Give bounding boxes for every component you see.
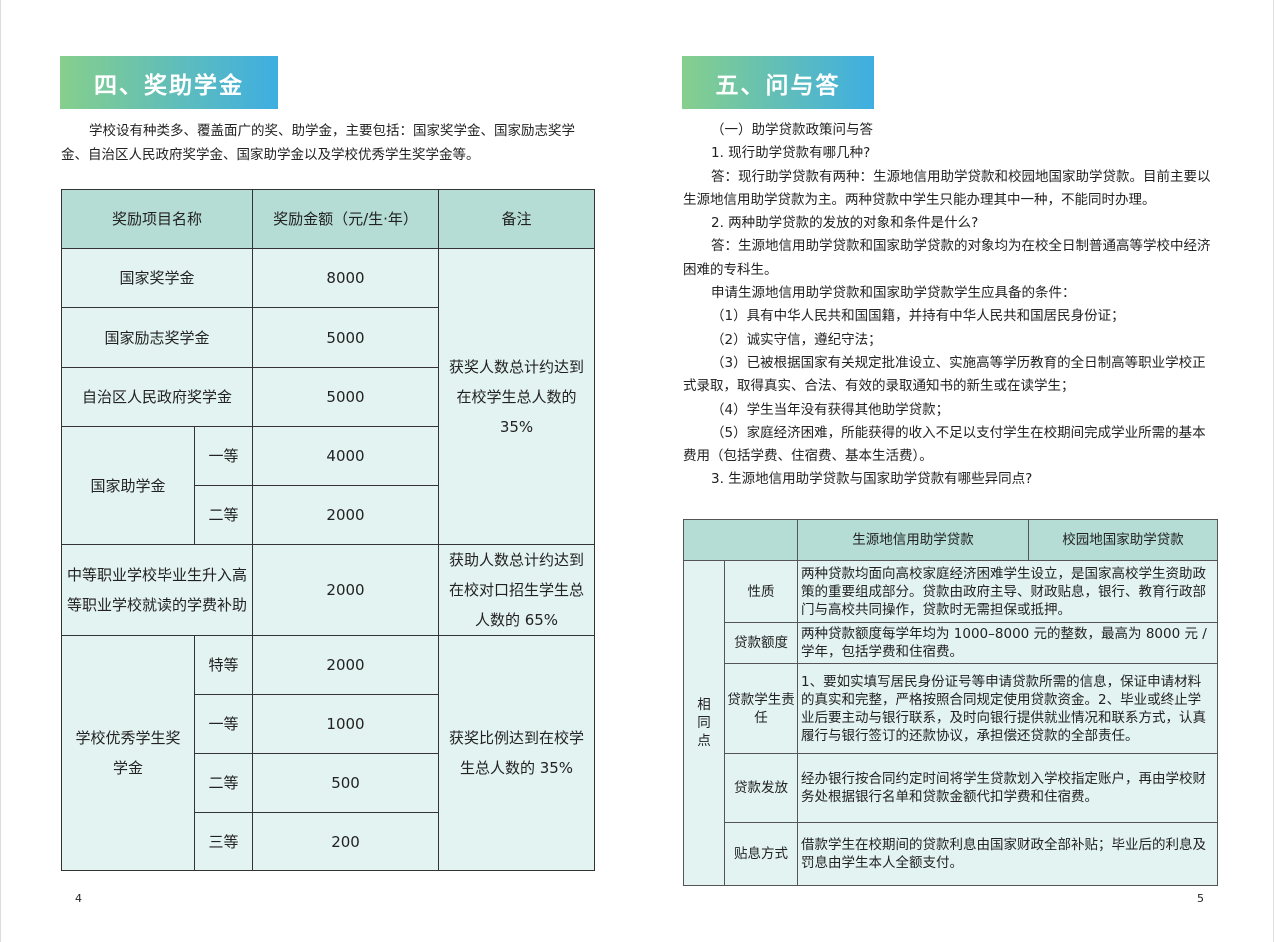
item-name: 国家励志奖学金	[60, 307, 254, 368]
item-name: 国家助学金	[61, 426, 195, 545]
section-title: 四、奖助学金	[60, 56, 278, 109]
header-blank	[683, 519, 798, 561]
question: 1. 现行助学贷款有哪几种?	[711, 145, 871, 162]
item-amount: 4000	[252, 426, 440, 486]
group-label: 相同点	[683, 560, 725, 886]
answer: 答：现行助学贷款有两种：生源地信用助学贷款和校园地国家助学贷款。目前主要以生源地…	[683, 168, 1211, 208]
row-text: 两种贷款均面向高校家庭经济困难学生设立，是国家高校学生资助政策的重要组成部分。贷…	[797, 560, 1218, 623]
condition: （5）家庭经济困难，所能获得的收入不足以支付学生在校期间完成学业所需的基本费用（…	[683, 424, 1206, 465]
right-page: 五、问与答 （一）助学贷款政策问与答 1. 现行助学贷款有哪几种? 答：现行助学…	[637, 0, 1274, 942]
loan-comparison-table: 生源地信用助学贷款校园地国家助学贷款 相同点性质两种贷款均面向高校家庭经济困难学…	[683, 519, 1218, 886]
item-amount: 200	[252, 812, 440, 871]
paragraph: （一）助学贷款政策问与答	[711, 122, 873, 138]
condition: （4）学生当年没有获得其他助学贷款；	[711, 401, 950, 418]
item-amount: 5000	[252, 307, 440, 368]
table-row: 贷款额度两种贷款额度每学年均为 1000–8000 元的整数，最高为 8000 …	[684, 622, 1218, 664]
item-name: 中等职业学校毕业生升入高等职业学校就读的学费补助	[60, 544, 254, 636]
header-amount: 奖励金额（元/生·年）	[252, 189, 440, 249]
intro-paragraph: 学校设有种类多、覆盖面广的奖、助学金，主要包括：国家奖学金、国家励志奖学金、自治…	[61, 123, 575, 163]
item-name: 自治区人民政府奖学金	[60, 367, 254, 427]
condition: （3）已被根据国家有关规定批准设立、实施高等学历教育的全日制高等职业学校正式录取…	[683, 354, 1206, 395]
table-row: 贴息方式借款学生在校期间的贷款利息由国家财政全部补贴；毕业后的利息及罚息由学生本…	[684, 822, 1218, 886]
row-label: 性质	[724, 560, 798, 623]
question: 3. 生源地信用助学贷款与国家助学贷款有哪些异同点?	[711, 471, 1033, 488]
item-note: 获奖人数总计约达到在校学生总人数的 35%	[438, 248, 596, 545]
row-label: 贴息方式	[724, 822, 798, 886]
item-note: 获奖比例达到在校学生总人数的 35%	[438, 635, 596, 871]
header-note: 备注	[438, 189, 596, 249]
row-label: 贷款学生责任	[724, 663, 798, 754]
item-grade: 二等	[193, 753, 254, 813]
answer: 答：生源地信用助学贷款和国家助学贷款的对象均为在校全日制普通高等学校中经济困难的…	[683, 238, 1211, 278]
page-number: 4	[75, 892, 82, 905]
table-row: 相同点性质两种贷款均面向高校家庭经济困难学生设立，是国家高校学生资助政策的重要组…	[683, 560, 1218, 886]
table-row: 贷款发放经办银行按合同约定时间将学生贷款划入学校指定账户，再由学校财务处根据银行…	[684, 753, 1218, 823]
row-text: 1、要如实填写居民身份证号等申请贷款所需的信息，保证申请材料的真实和完整，严格按…	[797, 663, 1218, 754]
paragraph: 申请生源地信用助学贷款和国家助学贷款学生应具备的条件：	[711, 285, 1076, 302]
question: 2. 两种助学贷款的发放的对象和条件是什么?	[711, 215, 979, 232]
item-amount: 1000	[252, 694, 440, 754]
item-grade: 二等	[193, 485, 254, 545]
item-name: 国家奖学金	[60, 248, 254, 308]
item-amount: 5000	[252, 367, 440, 427]
header-local-loan: 生源地信用助学贷款	[797, 519, 1029, 561]
item-amount: 2000	[252, 485, 440, 545]
row-text: 经办银行按合同约定时间将学生贷款划入学校指定账户，再由学校财务处根据银行名单和贷…	[797, 753, 1218, 823]
header-campus-loan: 校园地国家助学贷款	[1028, 519, 1218, 561]
item-grade: 一等	[193, 426, 254, 486]
item-amount: 2000	[252, 635, 440, 695]
condition: （2）诚实守信，遵纪守法；	[711, 331, 882, 348]
header-name: 奖励项目名称	[60, 189, 254, 249]
row-label: 贷款额度	[724, 622, 798, 664]
row-text: 两种贷款额度每学年均为 1000–8000 元的整数，最高为 8000 元 / …	[797, 622, 1218, 664]
item-grade: 特等	[193, 635, 254, 695]
item-name: 学校优秀学生奖学金	[61, 635, 195, 871]
item-amount: 2000	[252, 544, 440, 636]
item-grade: 一等	[193, 694, 254, 754]
item-amount: 8000	[252, 248, 440, 308]
row-label: 贷款发放	[724, 753, 798, 823]
item-grade: 三等	[193, 812, 254, 871]
condition: （1）具有中华人民共和国国籍，并持有中华人民共和国居民身份证；	[711, 308, 1125, 325]
item-amount: 500	[252, 753, 440, 813]
section-title: 五、问与答	[682, 56, 874, 109]
left-page: 四、奖助学金 学校设有种类多、覆盖面广的奖、助学金，主要包括：国家奖学金、国家励…	[0, 0, 596, 942]
qa-text: （一）助学贷款政策问与答 1. 现行助学贷款有哪几种? 答：现行助学贷款有两种：…	[683, 119, 1219, 492]
item-note: 获助人数总计约达到在校对口招生学生总人数的 65%	[438, 544, 596, 636]
page-number: 5	[1197, 892, 1204, 905]
row-text: 借款学生在校期间的贷款利息由国家财政全部补贴；毕业后的利息及罚息由学生本人全额支…	[797, 822, 1218, 886]
